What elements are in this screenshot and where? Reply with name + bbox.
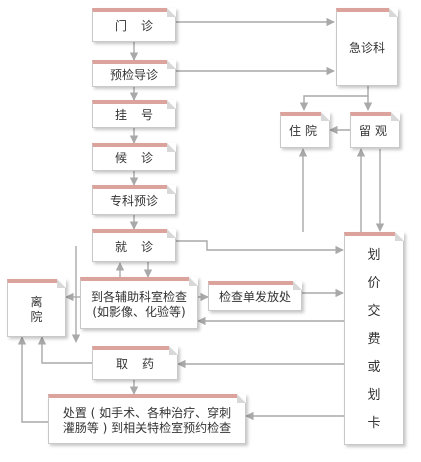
specialty-pretriage-label: 专科预诊	[109, 194, 158, 208]
payment-char-2: 价	[367, 276, 381, 291]
observation-box: 留观	[350, 112, 400, 148]
payment-box: 划 价 交 费 或 划 卡	[344, 232, 404, 445]
aux-exam-line2: (如影像、化验等)	[92, 304, 186, 319]
pharmacy-label: 取药	[115, 357, 168, 371]
register-box: 挂号	[92, 100, 176, 128]
report-desk-label: 检查单发放处	[218, 290, 291, 304]
register-label: 挂号	[114, 108, 167, 122]
hospitalized-label: 住院	[288, 124, 321, 138]
outpatient-label: 门诊	[114, 19, 167, 33]
pharmacy-box: 取药	[92, 346, 178, 380]
discharge-label: 离院	[30, 294, 57, 324]
pretriage-box: 预检导诊	[92, 60, 176, 87]
specialty-pretriage-box: 专科预诊	[92, 185, 176, 215]
payment-char-3: 交	[367, 304, 381, 319]
waiting-box: 候诊	[92, 143, 176, 171]
treatment-box: 处置 ( 如手术、各种治疗、穿刺 灌肠等 ) 到相关特检室预约检查	[48, 394, 246, 444]
aux-exam-box: 到各辅助科室检查 (如影像、化验等)	[80, 277, 198, 329]
payment-char-4: 费	[367, 332, 381, 347]
arrow-emergency-to-hospitalized	[299, 86, 369, 111]
treatment-line1: 处置 ( 如手术、各种治疗、穿刺	[62, 405, 232, 420]
emergency-label: 急诊科	[348, 41, 385, 55]
arrow-pharmacy-to-discharge	[37, 336, 92, 364]
payment-char-5: 或	[367, 360, 381, 375]
emergency-box: 急诊科	[336, 8, 398, 86]
pretriage-label: 预检导诊	[109, 67, 158, 82]
observation-label: 留观	[358, 124, 391, 138]
consultation-label: 就诊	[114, 239, 167, 254]
report-desk-box: 检查单发放处	[208, 281, 302, 311]
arrow-treatment-to-discharge	[17, 336, 48, 423]
hospitalized-box: 住院	[280, 112, 330, 148]
payment-char-1: 划	[367, 248, 381, 263]
payment-char-6: 划	[367, 388, 381, 403]
consultation-box: 就诊	[92, 229, 176, 262]
outpatient-box: 门诊	[92, 8, 176, 42]
discharge-box: 离院	[7, 279, 66, 337]
treatment-line2: 灌肠等 ) 到相关特检室预约检查	[62, 420, 232, 435]
waiting-label: 候诊	[114, 151, 167, 165]
payment-char-7: 卡	[367, 416, 381, 431]
aux-exam-line1: 到各辅助科室检查	[90, 289, 187, 304]
arrow-consultation-to-payment	[176, 240, 344, 255]
